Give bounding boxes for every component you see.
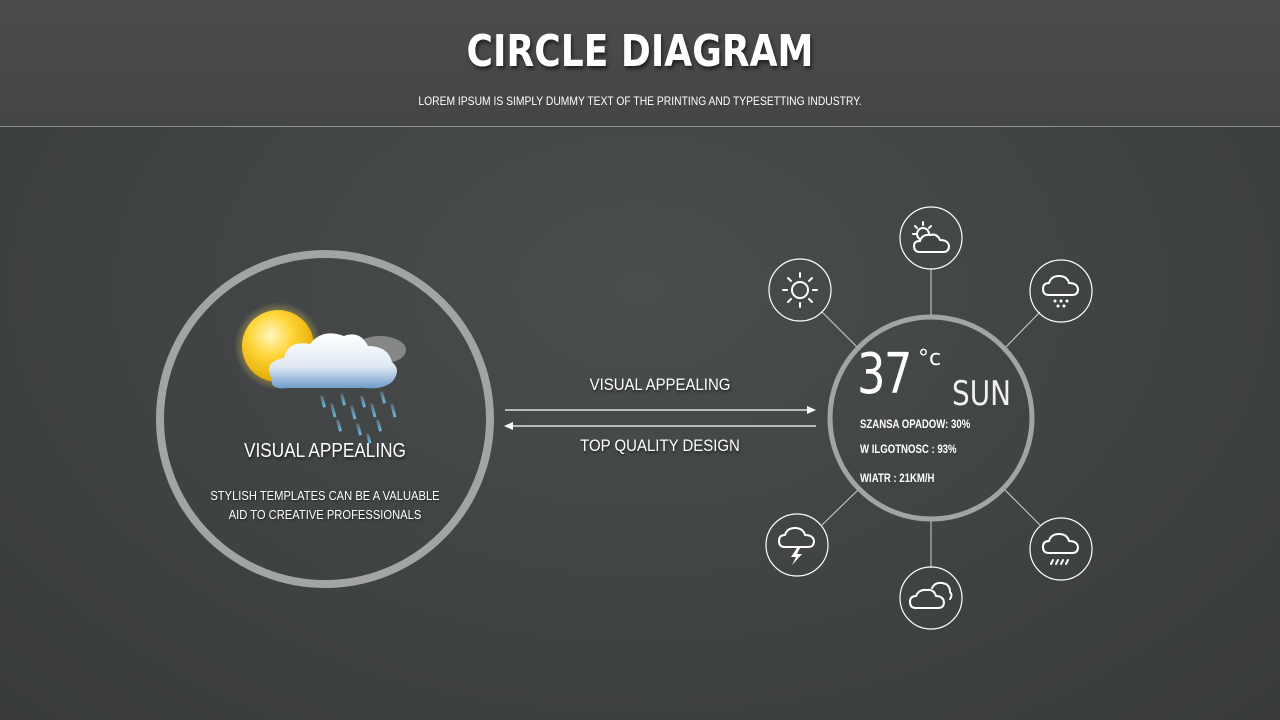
sun-cloud-rain-icon <box>234 302 406 444</box>
day-label: SUN <box>952 374 1011 414</box>
double-arrow-icon <box>504 406 816 430</box>
stat-humidity: W ILGOTNOSC : 93% <box>860 442 957 456</box>
cloudy-icon <box>908 581 953 609</box>
page-title: CIRCLE DIAGRAM <box>466 26 814 77</box>
left-circle <box>156 250 494 588</box>
header-band: CIRCLE DIAGRAM LOREM IPSUM IS SIMPLY DUM… <box>0 0 1280 127</box>
stat-wind: WIATR : 21KM/H <box>860 471 935 485</box>
connector-line <box>1002 311 1041 351</box>
drizzle-cloud-icon <box>1041 532 1080 565</box>
left-circle-heading: VISUAL APPEALING <box>244 440 406 462</box>
stat-precipitation: SZANSA OPADOW: 30% <box>860 417 971 431</box>
temperature-unit: °c <box>918 346 942 371</box>
connector-line <box>1002 487 1041 526</box>
connector-line <box>821 487 861 526</box>
connector-line <box>821 311 861 351</box>
left-circle-text: STYLISH TEMPLATES CAN BE A VALUABLE AID … <box>210 488 440 522</box>
arrow-bottom-label: TOP QUALITY DESIGN <box>580 436 740 455</box>
snow-cloud-icon <box>1041 274 1080 308</box>
arrow-top-label: VISUAL APPEALING <box>589 375 731 394</box>
page-subtitle: LOREM IPSUM IS SIMPLY DUMMY TEXT OF THE … <box>418 94 862 108</box>
sun-icon <box>782 272 818 308</box>
temperature-value: 37 <box>857 342 912 407</box>
partly-cloudy-icon <box>912 221 951 253</box>
thunderstorm-icon <box>778 527 815 565</box>
